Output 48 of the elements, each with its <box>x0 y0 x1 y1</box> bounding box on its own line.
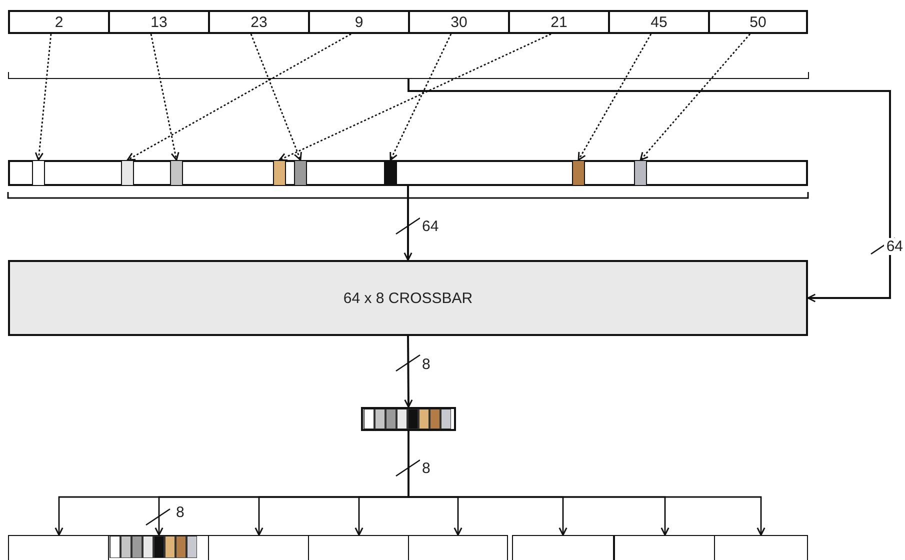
bus-width-label: 64 <box>884 238 905 255</box>
arrow <box>404 186 412 261</box>
index-value: 2 <box>54 14 64 30</box>
vector-element <box>308 535 410 560</box>
dotted-arrow <box>34 34 52 161</box>
vector-element <box>108 535 210 560</box>
dotted-arrow <box>250 34 302 161</box>
vector-element <box>170 160 183 186</box>
index-cell <box>408 10 510 34</box>
crossbar-box <box>8 260 808 336</box>
index-value: 45 <box>650 14 668 30</box>
index-cell <box>508 10 610 34</box>
index-cell <box>708 10 808 34</box>
index-cell <box>208 10 310 34</box>
index-value: 50 <box>750 14 766 30</box>
dotted-arrow <box>150 34 180 161</box>
dotted-arrow <box>278 33 552 161</box>
index-value: 21 <box>550 14 568 30</box>
index-value: 9 <box>354 14 364 30</box>
vector-element <box>384 160 397 186</box>
vector-element <box>512 535 614 560</box>
vector-element <box>408 535 508 560</box>
bracket <box>8 72 809 79</box>
vector-element <box>614 535 716 560</box>
index-cell <box>308 10 410 34</box>
dotted-arrow <box>578 34 652 161</box>
dotted-arrow <box>126 33 352 161</box>
vector-element <box>208 535 310 560</box>
index-value: 13 <box>150 14 168 30</box>
vector-bar <box>361 407 456 431</box>
index-value: 23 <box>250 14 268 30</box>
vector-element <box>32 160 45 186</box>
vector-element <box>714 535 808 560</box>
arrow <box>404 336 413 408</box>
index-cell <box>108 10 210 34</box>
arrow <box>408 79 891 302</box>
vector-element <box>294 160 307 186</box>
index-cell <box>608 10 710 34</box>
crossbar-label: 64 x 8 CROSSBAR <box>343 290 473 306</box>
vector-bar <box>8 160 808 186</box>
vector-element <box>572 160 585 186</box>
index-cell <box>8 10 110 34</box>
dotted-arrow <box>390 34 452 161</box>
index-value: 30 <box>450 14 468 30</box>
vector-element <box>634 160 647 186</box>
vector-element <box>273 160 286 186</box>
vector-element <box>121 160 134 186</box>
dotted-arrow <box>640 34 751 161</box>
